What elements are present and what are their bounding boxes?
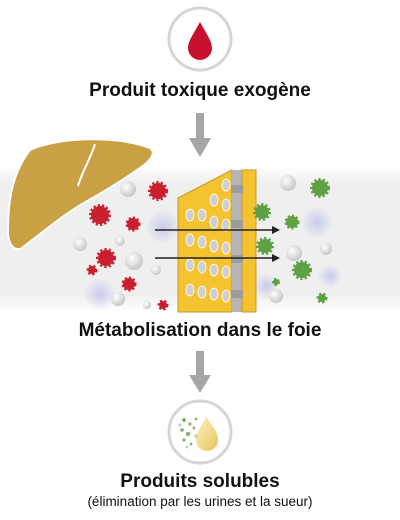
blood-drop-icon [167, 6, 233, 72]
gray-particles [73, 175, 332, 309]
metabolite-particles [253, 178, 330, 304]
toxin-particles [86, 181, 169, 311]
soluble-products-label: Produits solubles [120, 471, 280, 492]
liver-metabolism-label: Métabolisation dans le foie [78, 320, 322, 341]
membrane-icon [177, 169, 257, 313]
soluble-particles-drop-icon [167, 399, 233, 465]
elimination-sublabel: (élimination par les urines et la sueur) [87, 494, 313, 509]
down-arrow-top [189, 113, 211, 157]
liver-icon [6, 138, 154, 250]
down-arrow-bottom [189, 351, 211, 393]
toxic-product-label: Produit toxique exogène [89, 80, 311, 101]
flow-arrows [155, 226, 280, 262]
